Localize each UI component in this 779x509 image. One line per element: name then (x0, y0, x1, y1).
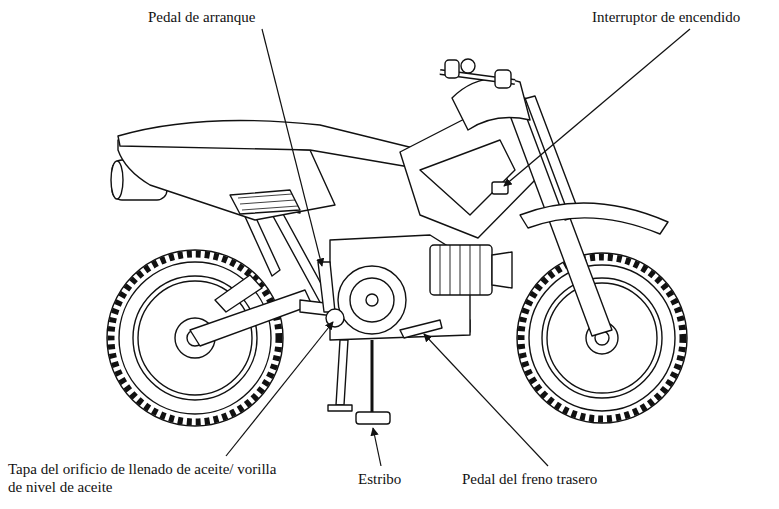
leader-line (424, 334, 548, 466)
part-label: Interruptor de encendido (592, 8, 740, 26)
part-label: Tapa del orificio de llenado de aceite/ … (8, 460, 280, 496)
part-label: Estribo (358, 470, 401, 488)
part-label: Pedal de arranque (148, 8, 255, 26)
leader-line (504, 29, 690, 186)
part-label: Pedal del freno trasero (462, 470, 597, 488)
leader-line (262, 29, 322, 266)
leader-line (373, 428, 381, 466)
leader-line (226, 322, 333, 456)
